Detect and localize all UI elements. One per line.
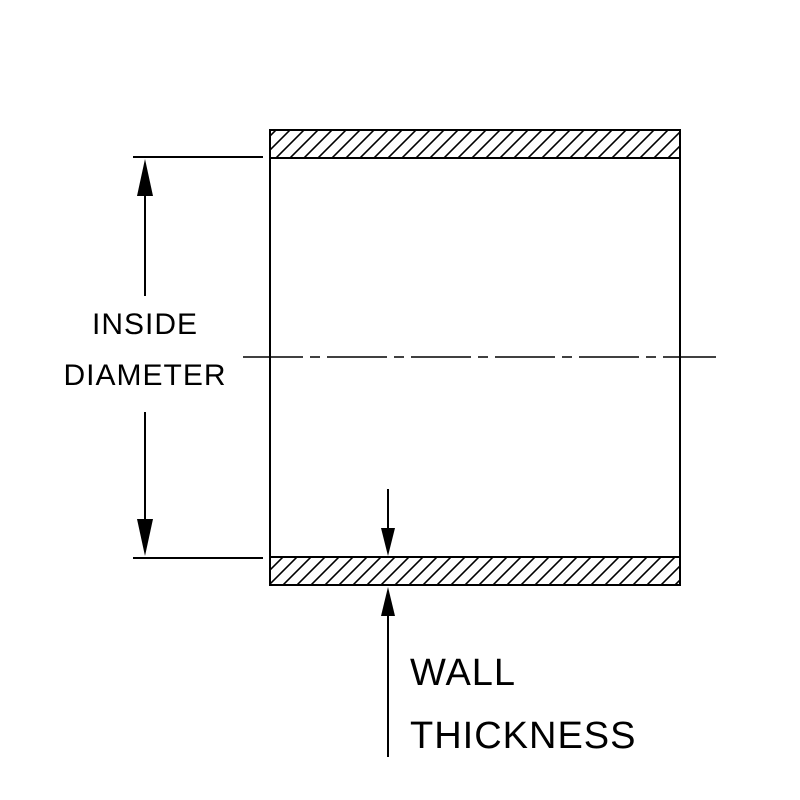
wall-thickness-arrow-up-icon — [381, 587, 395, 616]
wall-thickness-arrow-down-icon — [381, 528, 395, 556]
wall-thickness-label-line1: WALL — [410, 652, 516, 694]
dimension-arrow-down-icon — [137, 519, 153, 556]
wall-thickness-label-line2: THICKNESS — [410, 715, 636, 757]
top-wall-hatch — [269, 129, 681, 159]
inside-diameter-dimension: INSIDE DIAMETER — [63, 156, 263, 559]
wall-thickness-callout: WALL THICKNESS — [381, 489, 636, 757]
inside-diameter-label-line1: INSIDE — [92, 308, 198, 341]
tube-cross-section — [269, 129, 681, 586]
inside-diameter-label-line2: DIAMETER — [63, 359, 226, 392]
dimension-arrow-up-icon — [137, 159, 153, 196]
bottom-wall-hatch — [269, 556, 681, 586]
